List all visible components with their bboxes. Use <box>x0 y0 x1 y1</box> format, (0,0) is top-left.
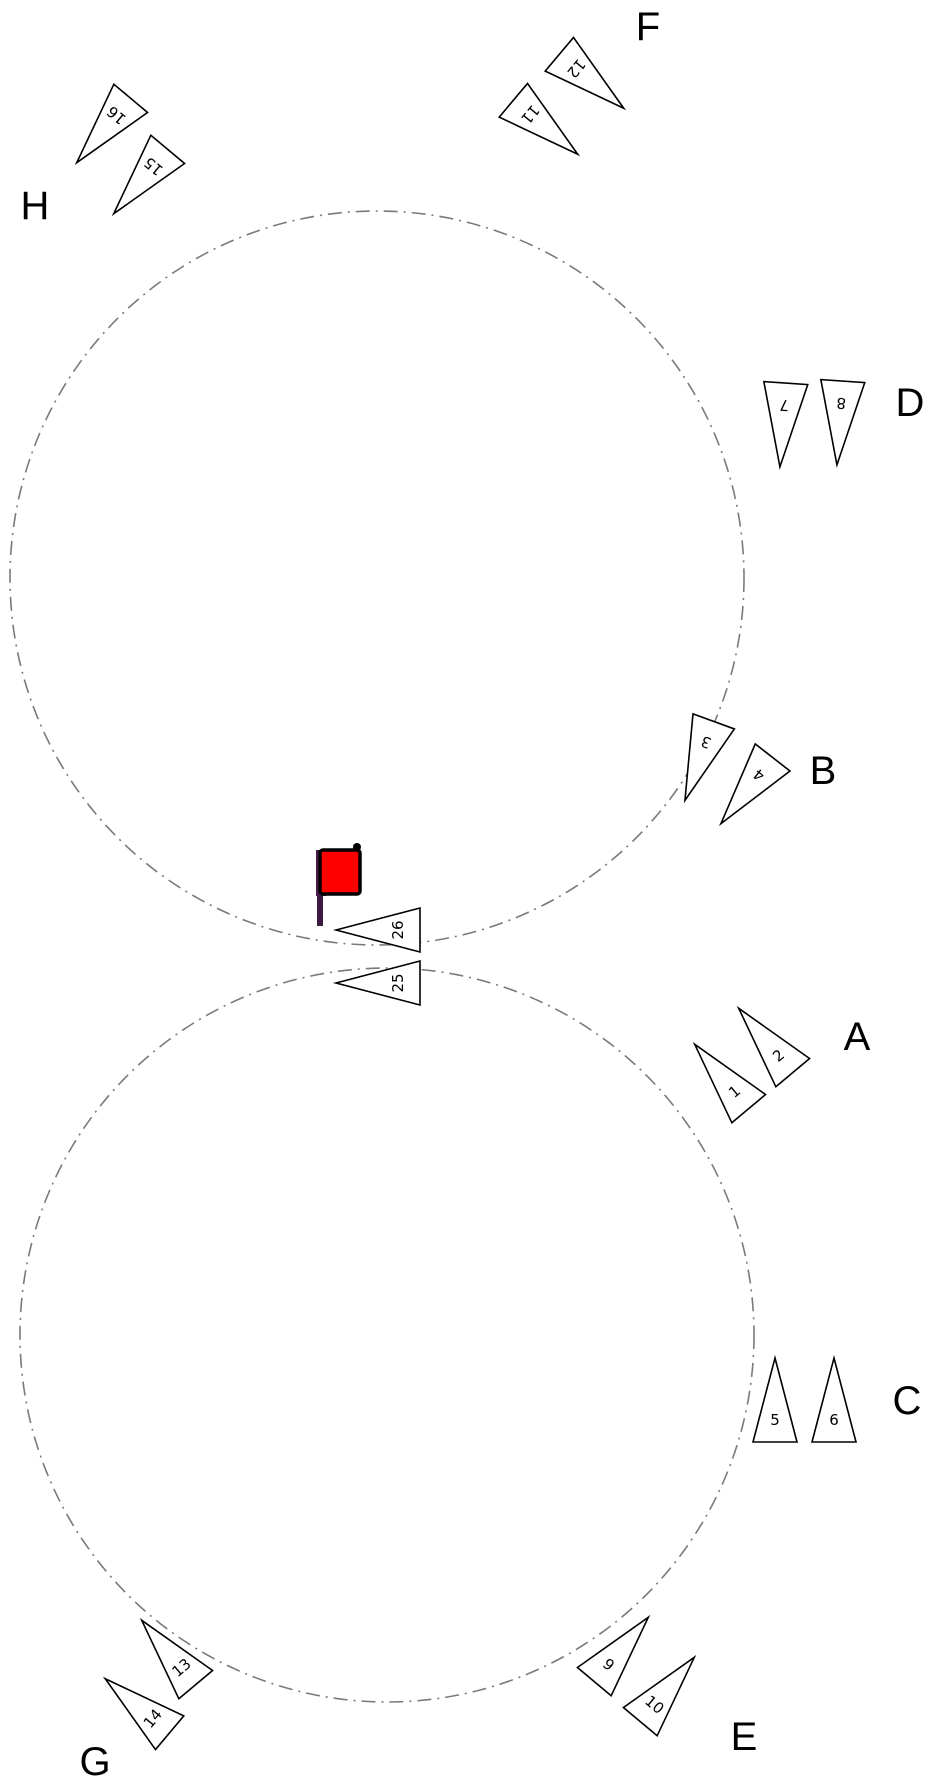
flag-tip <box>353 843 361 851</box>
cone-13[interactable]: 13 <box>125 1606 214 1701</box>
gate-e: 9 10 E <box>576 1603 758 1759</box>
gate-c-label: C <box>893 1379 922 1423</box>
gate-d-label: D <box>896 381 925 425</box>
gate-start: 26 25 <box>332 906 421 1007</box>
cone-25-number: 25 <box>389 973 407 992</box>
cone-16[interactable]: 16 <box>60 82 149 177</box>
cone-8-number: 8 <box>836 394 847 413</box>
cone-8[interactable]: 8 <box>815 378 866 469</box>
upper-circle-track <box>9 210 745 946</box>
gate-h: 16 15 H <box>21 82 186 228</box>
start-flag-icon <box>316 843 362 926</box>
cone-7-number: 7 <box>779 396 790 415</box>
gate-a: 1 2 A <box>678 994 871 1125</box>
cone-7[interactable]: 7 <box>758 380 809 471</box>
gate-f-label: F <box>636 5 660 49</box>
lower-circle-track <box>19 967 755 1703</box>
cone-3[interactable]: 3 <box>664 712 736 808</box>
cone-4[interactable]: 4 <box>704 742 792 837</box>
cone-12[interactable]: 12 <box>543 36 638 125</box>
gate-e-label: E <box>731 1715 758 1759</box>
flag-cloth <box>318 848 362 896</box>
cone-1[interactable]: 1 <box>678 1030 767 1125</box>
cone-14[interactable]: 14 <box>91 1662 186 1751</box>
gate-f: 11 12 F <box>497 5 660 171</box>
cone-5[interactable]: 5 <box>751 1354 799 1443</box>
cone-26[interactable]: 26 <box>332 906 421 954</box>
cone-9[interactable]: 9 <box>576 1603 665 1698</box>
gate-a-label: A <box>844 1015 871 1059</box>
cone-2[interactable]: 2 <box>722 994 811 1089</box>
cone-11[interactable]: 11 <box>497 82 592 171</box>
gate-h-label: H <box>21 184 50 228</box>
gate-c: 5 6 C <box>751 1354 922 1443</box>
gate-g-label: G <box>79 1740 110 1782</box>
cone-6[interactable]: 6 <box>810 1354 858 1443</box>
cone-26-number: 26 <box>389 920 407 939</box>
gate-g: 13 14 G <box>79 1606 214 1782</box>
cone-25[interactable]: 25 <box>332 959 421 1007</box>
gate-d: 7 8 D <box>758 378 925 471</box>
cone-15[interactable]: 15 <box>97 133 186 228</box>
cone-6-number: 6 <box>829 1411 839 1429</box>
cone-10[interactable]: 10 <box>622 1643 711 1738</box>
gate-b: 3 4 B <box>664 712 837 837</box>
cone-5-number: 5 <box>770 1411 780 1429</box>
gate-b-label: B <box>810 749 837 793</box>
